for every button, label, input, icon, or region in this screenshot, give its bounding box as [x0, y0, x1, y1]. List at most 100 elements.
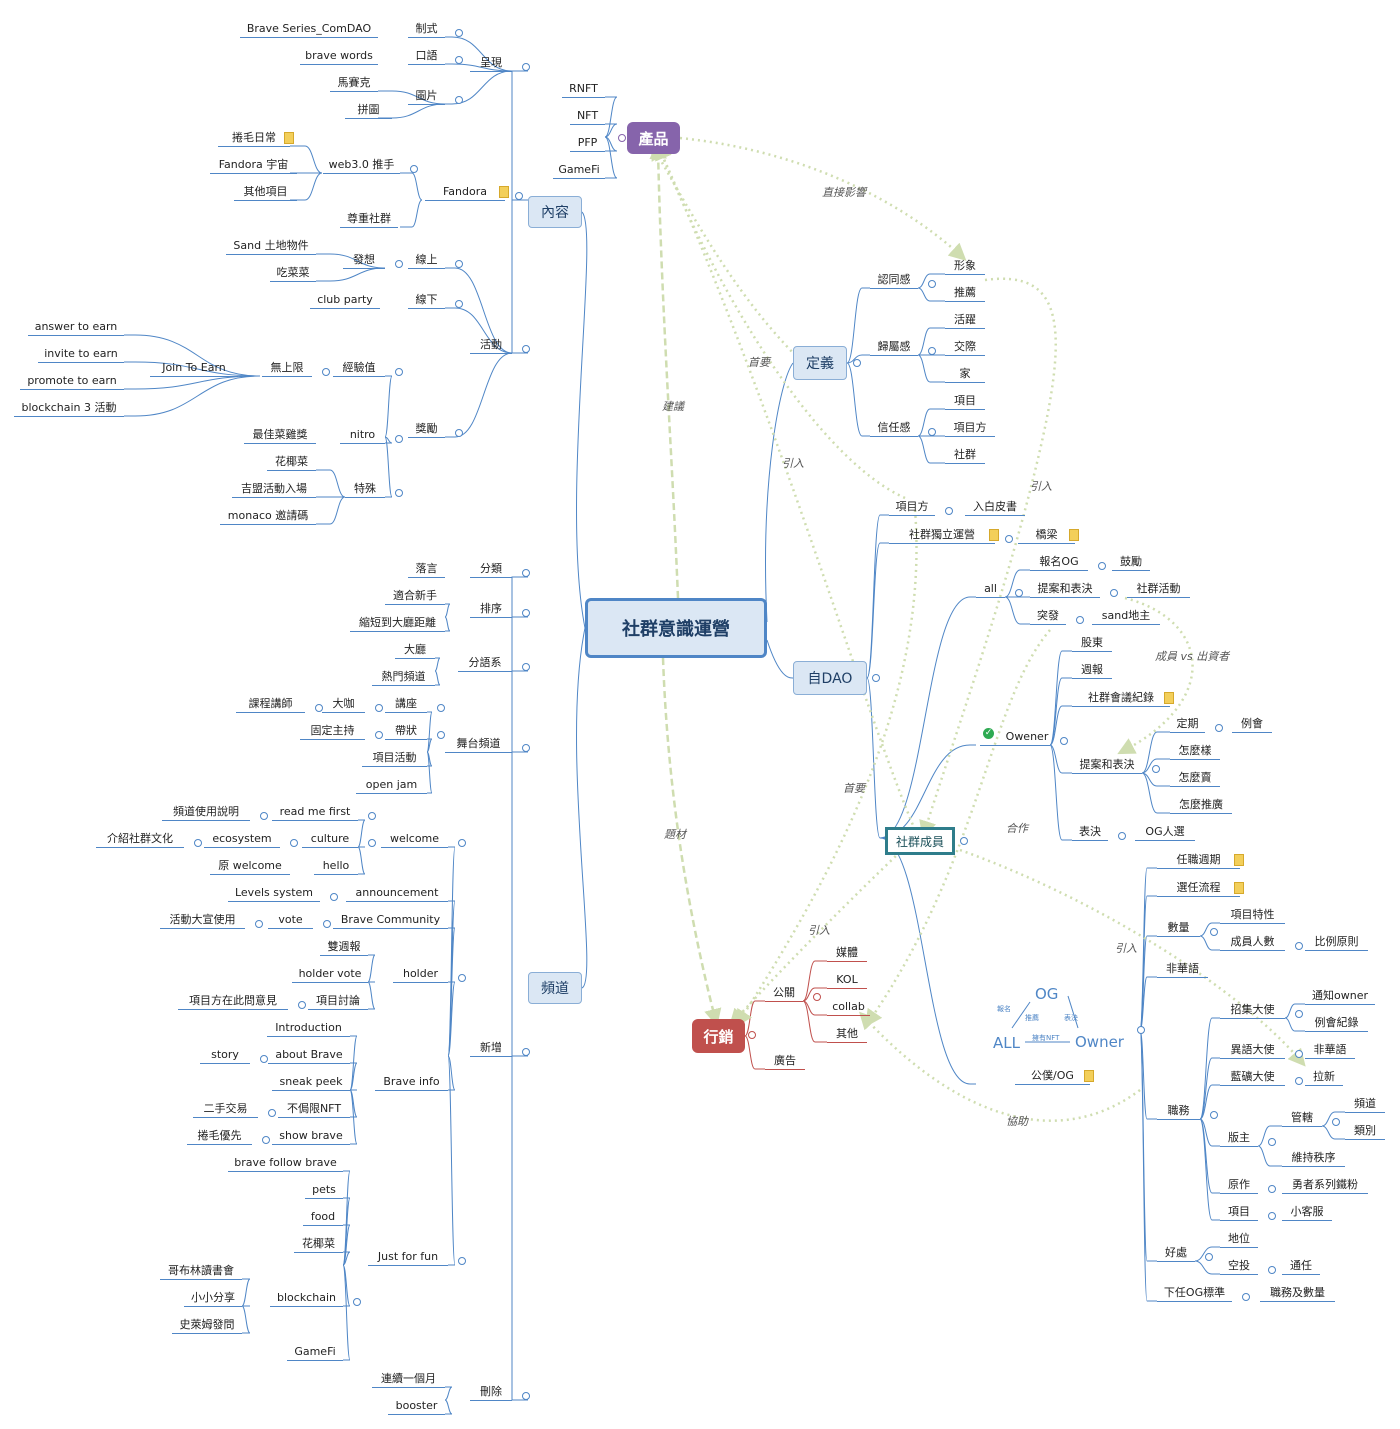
topic-label[interactable]: 廣告: [774, 1054, 796, 1067]
main-topic-dao[interactable]: 自DAO: [793, 661, 867, 695]
collapse-toggle-icon[interactable]: [1332, 1118, 1340, 1126]
topic-label[interactable]: 家: [959, 367, 971, 380]
topic-label[interactable]: 比例原則: [1314, 935, 1359, 948]
topic-label[interactable]: 交際: [954, 340, 976, 353]
topic-label[interactable]: 信任感: [877, 421, 911, 434]
topic-label[interactable]: 不侷限NFT: [286, 1102, 342, 1115]
collapse-toggle-icon[interactable]: [375, 731, 383, 739]
note-icon[interactable]: [1069, 529, 1079, 541]
topic-label[interactable]: holder vote: [298, 967, 362, 980]
topic-label[interactable]: NFT: [576, 109, 599, 122]
collapse-toggle-icon[interactable]: [928, 428, 936, 436]
topic-label[interactable]: 大咖: [332, 697, 355, 710]
topic-label[interactable]: 落言: [415, 562, 438, 575]
topic-label[interactable]: brave follow brave: [234, 1156, 337, 1169]
topic-label[interactable]: 頻道: [1354, 1097, 1376, 1110]
topic-label[interactable]: 獎勵: [415, 422, 438, 435]
topic-label[interactable]: read me first: [279, 805, 351, 818]
topic-label[interactable]: 吉盟活動入場: [241, 482, 307, 495]
topic-label[interactable]: 選任流程: [1176, 881, 1221, 894]
topic-label[interactable]: 提案和表決: [1037, 582, 1093, 595]
collapse-toggle-icon[interactable]: [1210, 1111, 1218, 1119]
topic-label[interactable]: 無上限: [270, 361, 304, 374]
collapse-toggle-icon[interactable]: [395, 368, 403, 376]
topic-label[interactable]: OG人選: [1145, 825, 1185, 838]
topic-label[interactable]: 社群活動: [1136, 582, 1181, 595]
collapse-toggle-icon[interactable]: [1005, 535, 1013, 543]
topic-label[interactable]: nitro: [349, 428, 376, 441]
topic-label[interactable]: 項目討論: [316, 994, 360, 1007]
topic-label[interactable]: 吃菜菜: [276, 266, 310, 279]
topic-label[interactable]: Fandora: [442, 185, 487, 198]
topic-label[interactable]: 怎麼賣: [1178, 771, 1212, 784]
topic-label[interactable]: 捲毛日常: [232, 131, 276, 144]
topic-label[interactable]: about Brave: [275, 1048, 343, 1061]
collapse-toggle-icon[interactable]: [410, 165, 418, 173]
topic-label[interactable]: 大廳: [404, 643, 426, 656]
topic-label[interactable]: 活躍: [954, 313, 976, 326]
collapse-toggle-icon[interactable]: [323, 920, 331, 928]
topic-label[interactable]: answer to earn: [34, 320, 118, 333]
topic-label[interactable]: 固定主持: [310, 724, 355, 737]
topic-label[interactable]: 下任OG標準: [1163, 1286, 1226, 1299]
topic-label[interactable]: 其他項目: [243, 185, 288, 198]
topic-label[interactable]: 異語大使: [1230, 1043, 1275, 1056]
topic-label[interactable]: 縮短到大廳距離: [359, 616, 436, 629]
topic-label[interactable]: Join To Earn: [162, 361, 226, 374]
collapse-toggle-icon[interactable]: [515, 192, 523, 200]
collapse-toggle-icon[interactable]: [395, 435, 403, 443]
topic-label[interactable]: 史萊姆發問: [179, 1318, 235, 1331]
topic-label[interactable]: 口語: [415, 49, 438, 62]
topic-label[interactable]: 社群會議紀錄: [1088, 691, 1154, 704]
collapse-toggle-icon[interactable]: [928, 280, 936, 288]
topic-label[interactable]: 其他: [836, 1027, 858, 1040]
collapse-toggle-icon[interactable]: [1295, 942, 1303, 950]
topic-label[interactable]: 排序: [480, 602, 502, 615]
collapse-toggle-icon[interactable]: [1015, 589, 1023, 597]
collapse-toggle-icon[interactable]: [1205, 1253, 1213, 1261]
topic-label[interactable]: show brave: [279, 1129, 343, 1142]
topic-label[interactable]: 二手交易: [203, 1102, 248, 1115]
topic-label[interactable]: 類別: [1354, 1124, 1376, 1137]
collapse-toggle-icon[interactable]: [458, 839, 466, 847]
topic-label[interactable]: Sand 土地物件: [233, 239, 309, 252]
topic-label[interactable]: GameFi: [294, 1345, 336, 1358]
topic-label[interactable]: invite to earn: [44, 347, 118, 360]
collapse-toggle-icon[interactable]: [960, 837, 968, 845]
collapse-toggle-icon[interactable]: [1137, 1026, 1145, 1034]
topic-label[interactable]: brave words: [305, 49, 373, 62]
collapse-toggle-icon[interactable]: [522, 744, 530, 752]
topic-label[interactable]: 報名OG: [1039, 555, 1079, 568]
topic-label[interactable]: 招集大使: [1230, 1003, 1275, 1016]
topic-label[interactable]: 管轄: [1291, 1111, 1313, 1124]
topic-label[interactable]: PFP: [577, 136, 598, 149]
collapse-toggle-icon[interactable]: [395, 260, 403, 268]
topic-label[interactable]: 定期: [1176, 717, 1199, 730]
collapse-toggle-icon[interactable]: [290, 839, 298, 847]
main-topic-product[interactable]: 產品: [627, 122, 680, 154]
topic-label[interactable]: RNFT: [569, 82, 598, 95]
collapse-toggle-icon[interactable]: [928, 347, 936, 355]
topic-label[interactable]: Brave info: [383, 1075, 440, 1088]
topic-label[interactable]: pets: [312, 1183, 336, 1196]
collapse-toggle-icon[interactable]: [375, 704, 383, 712]
topic-label[interactable]: 呈現: [480, 56, 502, 69]
topic-label[interactable]: 例會紀錄: [1314, 1016, 1359, 1029]
topic-label[interactable]: blockchain 3 活動: [21, 401, 117, 414]
topic-label[interactable]: sneak peek: [279, 1075, 343, 1088]
topic-label[interactable]: Just for fun: [377, 1250, 439, 1263]
collapse-toggle-icon[interactable]: [618, 134, 626, 142]
collapse-toggle-icon[interactable]: [522, 609, 530, 617]
topic-label[interactable]: 職務及數量: [1270, 1286, 1325, 1299]
collapse-toggle-icon[interactable]: [522, 1048, 530, 1056]
topic-label[interactable]: 項目方在此問意見: [189, 994, 277, 1007]
collapse-toggle-icon[interactable]: [260, 812, 268, 820]
topic-label[interactable]: blockchain: [277, 1291, 336, 1304]
main-topic-content[interactable]: 內容: [528, 196, 582, 228]
collapse-toggle-icon[interactable]: [1110, 589, 1118, 597]
topic-label[interactable]: 入白皮書: [973, 500, 1017, 513]
topic-label[interactable]: 通知owner: [1312, 989, 1368, 1002]
topic-label[interactable]: 活動大宣使用: [169, 913, 236, 926]
collapse-toggle-icon[interactable]: [853, 359, 861, 367]
topic-label[interactable]: 小小分享: [191, 1291, 235, 1304]
